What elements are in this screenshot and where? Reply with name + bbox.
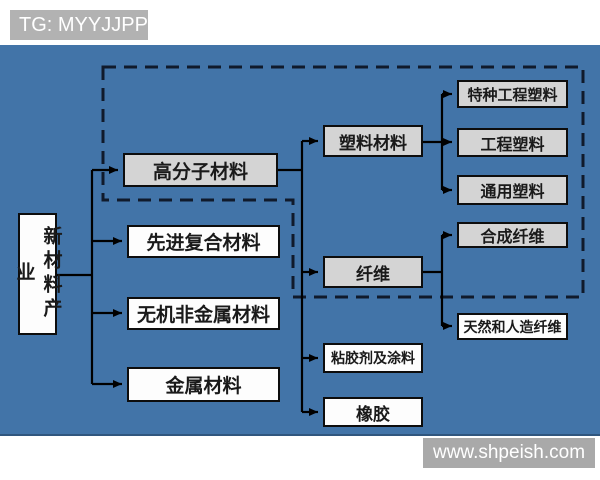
node-advanced-composite-materials: 先进复合材料: [127, 225, 280, 258]
trunk-plastics: [423, 94, 444, 190]
node-synthetic-fiber: 合成纤维: [457, 222, 568, 248]
node-new-materials-industry: 新材料产业: [14, 213, 62, 335]
node-adhesives-and-coatings: 粘胶剂及涂料: [323, 343, 423, 373]
node-natural-and-manmade-fiber: 天然和人造纤维: [457, 313, 568, 340]
polymer-scope-dashed-outline: [101, 65, 585, 299]
top-watermark-text: TG: MYYJJPP: [19, 13, 148, 36]
top-watermark: TG: MYYJJPP: [10, 10, 148, 40]
trunk-fiber: [423, 235, 444, 326]
node-special-engineering-plastics: 特种工程塑料: [457, 80, 568, 108]
trunk-polymer: [278, 141, 304, 412]
node-inorganic-nonmetallic-materials: 无机非金属材料: [127, 297, 280, 330]
bottom-watermark: www.shpeish.com: [423, 438, 595, 468]
trunk-root: [57, 170, 94, 384]
node-engineering-plastics: 工程塑料: [457, 128, 568, 157]
node-fiber: 纤维: [323, 256, 423, 288]
node-plastic-materials: 塑料材料: [323, 125, 423, 157]
node-polymer-materials: 高分子材料: [123, 153, 278, 187]
node-metal-materials: 金属材料: [127, 367, 280, 402]
node-general-purpose-plastics: 通用塑料: [457, 175, 568, 205]
bottom-watermark-text: www.shpeish.com: [432, 442, 586, 463]
node-rubber: 橡胶: [323, 397, 423, 427]
